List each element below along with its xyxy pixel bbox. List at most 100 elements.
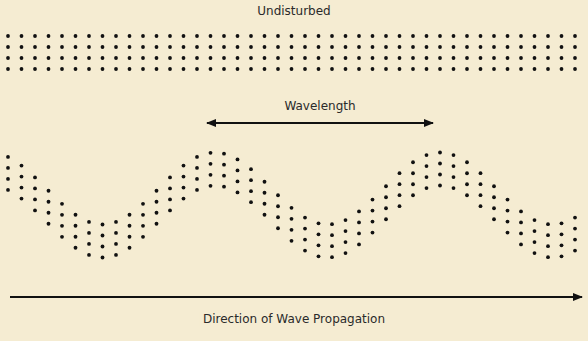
particle-dot [344,240,348,244]
particle-dot [492,195,496,199]
particle-dot [168,56,172,60]
particle-dot [74,213,78,217]
particle-dot [411,67,415,71]
particle-dot [249,34,253,38]
particle-dot [303,216,307,220]
particle-dot [182,56,186,60]
particle-dot [479,204,483,208]
particle-dot [398,171,402,175]
particle-dot [452,67,456,71]
particle-dot [114,56,118,60]
particle-dot [87,231,91,235]
particle-dot [128,246,132,250]
particle-dot [519,243,523,247]
particle-dot [236,45,240,49]
particle-dot [60,56,64,60]
particle-dot [492,67,496,71]
particle-dot [128,235,132,239]
particle-dot [506,56,510,60]
particle-dot [222,45,226,49]
particle-dot [560,34,564,38]
particle-dot [195,177,199,181]
particle-dot [533,56,537,60]
particle-dot [182,34,186,38]
particle-dot [168,175,172,179]
particle-dot [303,45,307,49]
particle-dot [560,67,564,71]
particle-dot [479,67,483,71]
particle-dot [357,34,361,38]
particle-dot [384,56,388,60]
particle-dot [371,34,375,38]
particle-dot [398,182,402,186]
particle-dot [101,245,105,249]
particle-dot [384,34,388,38]
particle-dot [155,34,159,38]
particle-dot [506,209,510,213]
particle-dot [519,221,523,225]
wavelength-arrow [207,122,433,124]
particle-dot [492,206,496,210]
particle-dot [182,186,186,190]
particle-dot [519,232,523,236]
particle-dot [249,178,253,182]
particle-dot [438,184,442,188]
particle-dot [236,168,240,172]
particle-dot [263,34,267,38]
particle-dot [47,67,51,71]
particle-dot [330,244,334,248]
particle-dot [141,34,145,38]
particle-dot [195,67,199,71]
wave-dots [6,151,577,260]
particle-dot [47,56,51,60]
particle-dot [128,56,132,60]
particle-dot [344,34,348,38]
particle-dot [155,45,159,49]
particle-dot [492,56,496,60]
particle-dot [195,56,199,60]
particle-dot [168,186,172,190]
particle-dot [573,249,577,253]
particle-dot [276,56,280,60]
particle-dot [465,182,469,186]
particle-dot [33,175,37,179]
particle-dot [384,67,388,71]
particle-dot [479,193,483,197]
particle-dot [492,217,496,221]
particle-dot [344,56,348,60]
particle-dot [87,56,91,60]
particle-dot [344,229,348,233]
particle-dot [357,56,361,60]
particle-dot [20,186,24,190]
particle-dot [560,254,564,258]
particle-dot [33,67,37,71]
particle-dot [276,45,280,49]
particle-dot [60,67,64,71]
particle-dot [6,67,10,71]
particle-dot [290,239,294,243]
particle-dot [573,45,577,49]
particle-dot [101,223,105,227]
particle-dot [384,206,388,210]
particle-dot [452,153,456,157]
particle-dot [303,56,307,60]
particle-dot [425,67,429,71]
particle-dot [101,45,105,49]
particle-dot [101,34,105,38]
particle-dot [222,185,226,189]
particle-dot [263,45,267,49]
particle-dot [74,56,78,60]
particle-dot [506,220,510,224]
particle-dot [330,67,334,71]
particle-dot [438,56,442,60]
particle-dot [384,195,388,199]
diagram-label: Direction of Wave Propagation [200,312,388,326]
particle-dot [101,67,105,71]
particle-dot [74,67,78,71]
particle-dot [276,215,280,219]
particle-dot [492,45,496,49]
particle-dot [465,193,469,197]
particle-dot [303,34,307,38]
particle-dot [236,179,240,183]
particle-dot [128,67,132,71]
